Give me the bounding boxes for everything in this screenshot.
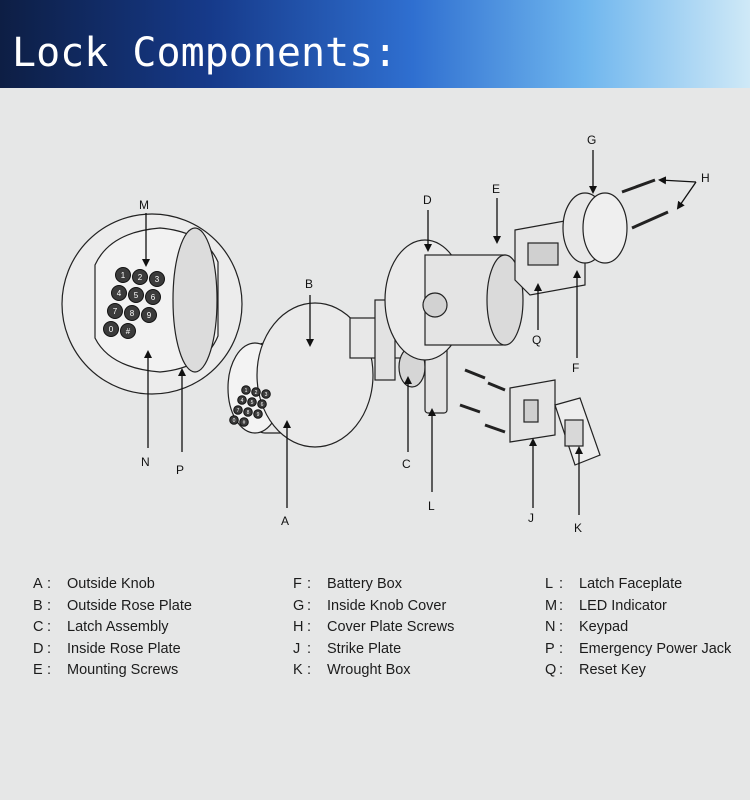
callout-B: B (305, 277, 313, 291)
keypad-key-6 (257, 399, 267, 409)
keypad-key-2 (132, 269, 148, 285)
keypad-key-label: # (243, 420, 246, 426)
keypad-key-label: 8 (130, 309, 135, 318)
inside-knob-cover (562, 192, 628, 264)
callout-M: M (139, 198, 149, 212)
keypad-key-label: 8 (247, 410, 250, 416)
callout-N: N (141, 455, 150, 469)
keypad-key-# (120, 323, 136, 339)
keypad-key-# (239, 417, 249, 427)
callout-G: G (587, 133, 596, 147)
legend-item-P: P:Emergency Power Jack (545, 640, 732, 657)
keypad-key-label: 0 (233, 418, 236, 424)
mounting-screw-4 (484, 423, 506, 434)
leader-H1 (658, 176, 697, 185)
keypad-key-6 (145, 289, 161, 305)
callout-H: H (701, 171, 710, 185)
keypad-key-label: 2 (255, 390, 258, 396)
legend-item-L: L:Latch Faceplate (545, 576, 683, 592)
legend-item-J: J:Strike Plate (293, 640, 402, 657)
legend-item-G: G:Inside Knob Cover (293, 597, 447, 614)
keypad-key-label: 6 (261, 402, 264, 408)
keypad-key-2 (251, 387, 261, 397)
keypad-key-label: 7 (113, 307, 118, 316)
keypad-key-label: 1 (245, 388, 248, 394)
keypad-key-9 (253, 409, 263, 419)
legend-item-B: B:Outside Rose Plate (33, 597, 192, 614)
keypad-key-label: 4 (241, 398, 244, 404)
callout-K: K (574, 521, 582, 535)
legend-column-3: L:Latch Faceplate M:LED Indicator N:Keyp… (545, 576, 731, 684)
legend-item-C: C:Latch Assembly (33, 619, 169, 635)
title-banner: Lock Components: (0, 0, 750, 88)
callout-Q: Q (532, 333, 541, 347)
keypad-key-4 (111, 285, 127, 301)
legend-item-D: D:Inside Rose Plate (33, 640, 181, 657)
wrought-box (554, 397, 601, 466)
legend-item-F: F:Battery Box (293, 576, 402, 592)
keypad-key-label: 5 (251, 400, 254, 406)
keypad-key-4 (237, 395, 247, 405)
mounting-screw-2 (459, 403, 481, 414)
keypad-key-8 (243, 407, 253, 417)
legend-item-E: E:Mounting Screws (33, 662, 179, 678)
component-legend: A:Outside Knob B:Outside Rose Plate C:La… (0, 570, 750, 800)
legend-item-K: K:Wrought Box (293, 662, 411, 678)
callout-F: F (572, 361, 579, 375)
keypad-key-label: 9 (257, 412, 260, 418)
legend-column-2: F:Battery Box G:Inside Knob Cover H:Cove… (293, 576, 454, 684)
keypad-key-label: 7 (237, 408, 240, 414)
keypad-key-0 (103, 321, 119, 337)
leader-H2 (676, 181, 697, 210)
keypad-key-8 (124, 305, 140, 321)
legend-column-1: A:Outside Knob B:Outside Rose Plate C:La… (33, 576, 192, 684)
keypad-key-label: 3 (265, 392, 268, 398)
legend-item-M: M:LED Indicator (545, 597, 667, 614)
keypad-key-label: 4 (117, 289, 122, 298)
keypad-key-0 (229, 415, 239, 425)
inside-rose-plate (384, 239, 524, 361)
callout-J: J (528, 511, 534, 525)
keypad-key-7 (107, 303, 123, 319)
keypad-key-label: 3 (155, 275, 160, 284)
cover-plate-screw-1 (621, 178, 656, 194)
keypad-key-9 (141, 307, 157, 323)
keypad-key-1 (241, 385, 251, 395)
callout-D: D (423, 193, 432, 207)
mounting-screw-1 (464, 368, 486, 380)
keypad-key-5 (128, 287, 144, 303)
legend-item-H: H:Cover Plate Screws (293, 619, 455, 635)
keypad-key-label: 5 (134, 291, 139, 300)
page-title: Lock Components: (12, 30, 398, 76)
outside-rose-plate (256, 302, 374, 448)
keypad-key-label: 9 (147, 311, 152, 320)
keypad-key-label: 6 (151, 293, 156, 302)
keypad-key-label: 0 (109, 325, 114, 334)
keypad-key-1 (115, 267, 131, 283)
legend-item-Q: Q:Reset Key (545, 662, 646, 678)
keypad-key-3 (149, 271, 165, 287)
knob-keypad-buttons: 1 2 3 4 5 6 7 8 9 0 # (229, 385, 271, 427)
mounting-screw-3 (487, 381, 506, 392)
keypad-key-3 (261, 389, 271, 399)
callout-E: E (492, 182, 500, 196)
callout-C: C (402, 457, 411, 471)
keypad-key-5 (247, 397, 257, 407)
legend-item-N: N:Keypad (545, 619, 629, 635)
keypad-key-label: # (126, 327, 131, 336)
strike-plate (509, 379, 556, 443)
callout-P: P (176, 463, 184, 477)
keypad-key-label: 2 (138, 273, 143, 282)
inset-keypad-buttons: 1 2 3 4 5 6 7 8 9 0 # (103, 267, 165, 339)
keypad-key-7 (233, 405, 243, 415)
callout-L: L (428, 499, 435, 513)
cover-plate-screw-2 (631, 210, 669, 230)
legend-item-A: A:Outside Knob (33, 576, 155, 592)
callout-A: A (281, 514, 289, 528)
keypad-key-label: 1 (121, 271, 126, 280)
